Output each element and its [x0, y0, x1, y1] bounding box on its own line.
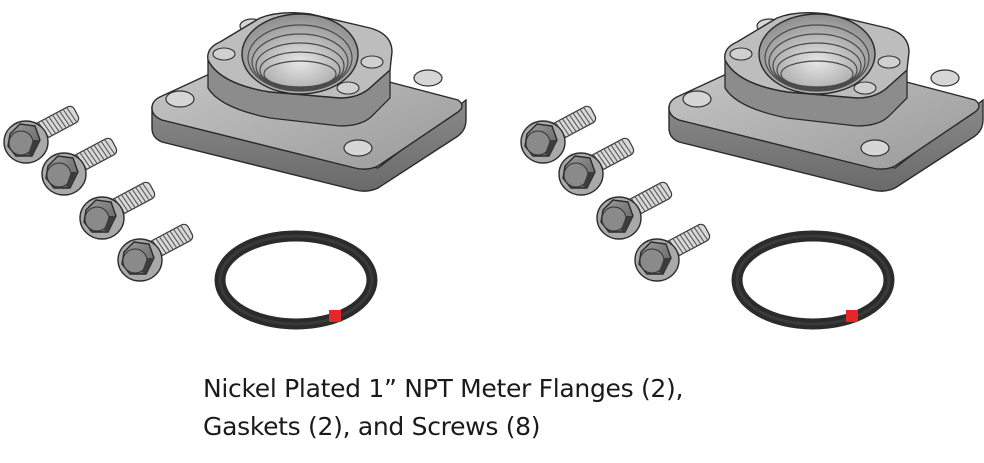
- flange-kit-1: [0, 0, 492, 360]
- gasket-2: [737, 236, 889, 324]
- caption-line-1: Nickel Plated 1” NPT Meter Flanges (2),: [203, 374, 684, 403]
- flange-1: [151, 11, 467, 192]
- flange-kit-2: [517, 0, 984, 360]
- caption-line-2: Gaskets (2), and Screws (8): [203, 412, 541, 441]
- screw-6: [558, 135, 637, 196]
- gasket-1: [220, 236, 372, 324]
- screw-4: [117, 221, 196, 282]
- screw-2: [41, 135, 120, 196]
- product-caption: Nickel Plated 1” NPT Meter Flanges (2), …: [203, 370, 803, 446]
- screw-3: [79, 179, 158, 240]
- screw-7: [596, 179, 675, 240]
- flange-2: [668, 11, 984, 192]
- screw-8: [634, 221, 713, 282]
